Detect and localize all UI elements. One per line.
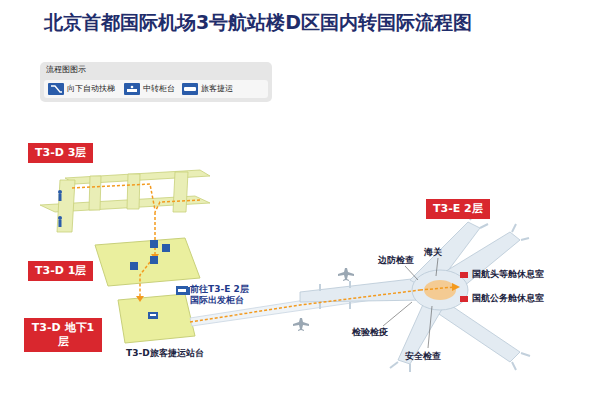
floor-3 <box>40 170 210 232</box>
passengers <box>58 190 62 227</box>
gates <box>320 212 530 372</box>
floor-tag: T3-E 2层 <box>426 199 490 219</box>
legend-row <box>44 80 268 98</box>
flow-arrows <box>72 184 455 322</box>
legend-panel <box>40 62 272 102</box>
lounge-name: 国航公务舱休息室 <box>472 292 544 305</box>
plate-icons <box>130 240 190 319</box>
arrow-heads <box>136 254 460 302</box>
floor-name: T3-E 2层 <box>433 202 483 215</box>
station-name: T3-D旅客捷运站台 <box>126 347 204 360</box>
floor-name: T3-D 地下1层 <box>32 321 94 348</box>
center-glow <box>424 280 456 300</box>
legend-text: 旅客捷运 <box>201 84 233 94</box>
legend-text: 向下自动扶梯 <box>67 84 115 94</box>
checkpoint: 安全检查 <box>405 350 441 363</box>
checkpoint: 检验检疫 <box>352 326 388 339</box>
title: 北京首都国际机场3号航站楼D区国内转国际流程图 <box>44 10 472 36</box>
lounge-name: 国航头等舱休息室 <box>472 268 544 281</box>
direction-note: 前往T3-E 2层 国际出发柜台 <box>190 284 256 307</box>
floor-1 <box>95 238 200 286</box>
floor-tag: T3-D 1层 <box>28 261 93 281</box>
checkpoint: 海关 <box>424 246 442 259</box>
floor-name: T3-D 3层 <box>35 146 86 159</box>
legend-header: 流程图图示 <box>46 65 86 75</box>
legend-icon <box>182 83 198 95</box>
floor-tag: T3-D 3层 <box>28 143 93 163</box>
lounge-business <box>460 296 468 302</box>
leader-lines <box>383 258 438 348</box>
floor-name: T3-D 1层 <box>35 264 86 277</box>
checkpoint: 边防检查 <box>378 254 414 267</box>
floor-b1 <box>118 294 195 343</box>
legend-icon <box>48 83 64 95</box>
transit-icon <box>176 286 188 295</box>
airplanes <box>293 268 354 331</box>
lounge-first <box>460 272 468 278</box>
floor-tag: T3-D 地下1层 <box>24 318 102 352</box>
legend-icon <box>124 83 140 95</box>
legend-text: 中转柜台 <box>143 84 175 94</box>
